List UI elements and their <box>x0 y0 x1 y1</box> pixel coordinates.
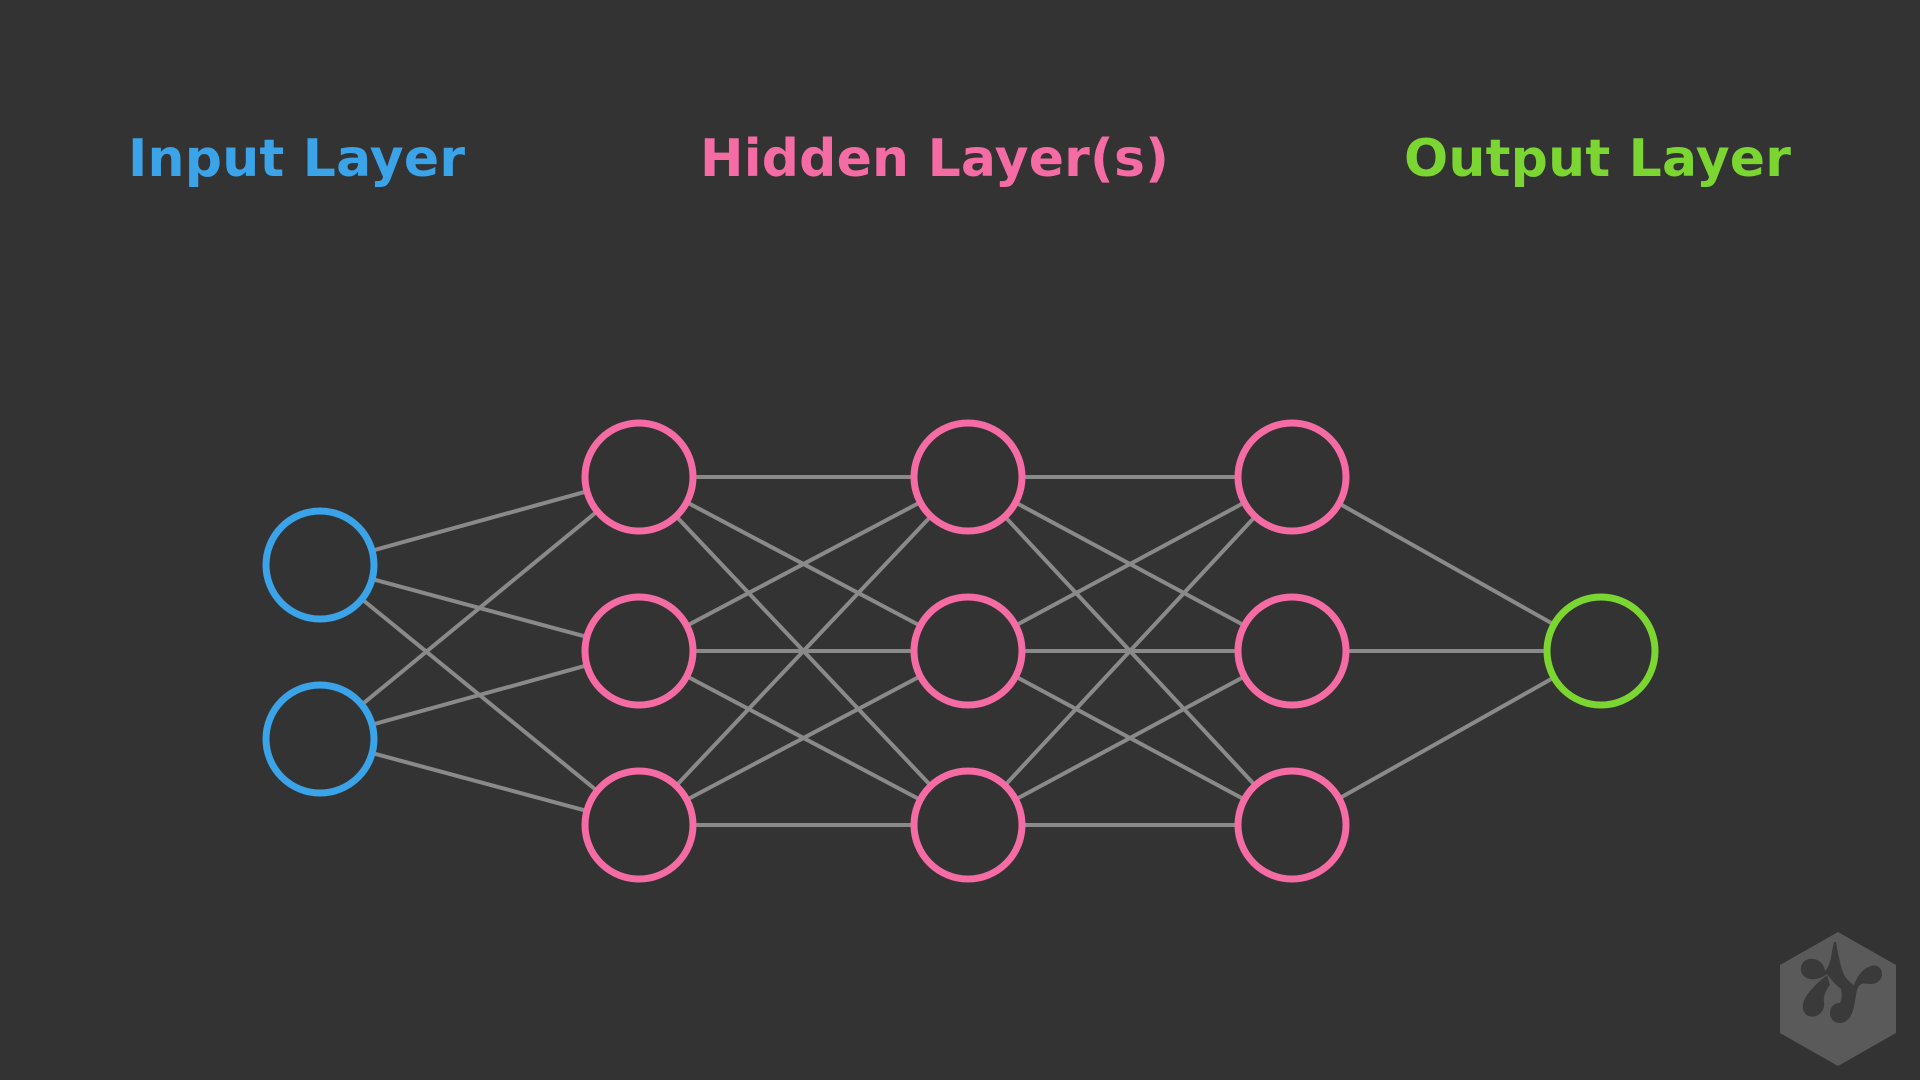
connection-line <box>684 500 923 628</box>
nodes-group <box>262 419 1659 883</box>
connection-line <box>370 663 589 727</box>
connection-line <box>359 509 600 707</box>
neuron-node-h3_2[interactable] <box>1234 593 1350 709</box>
neuron-node-h1_3[interactable] <box>581 767 697 883</box>
neuron-node-i2[interactable] <box>262 681 378 797</box>
treehouse-logo-icon <box>1780 932 1896 1066</box>
connection-line <box>370 751 589 813</box>
connection-line <box>1002 514 1258 788</box>
connection-line <box>684 674 923 802</box>
neuron-node-h1_2[interactable] <box>581 593 697 709</box>
neuron-node-h2_1[interactable] <box>910 419 1026 535</box>
connection-line <box>370 489 589 553</box>
connection-line <box>1337 501 1556 627</box>
neuron-node-i1[interactable] <box>262 507 378 623</box>
connection-line <box>1337 675 1556 801</box>
hexagon-shape <box>1780 932 1896 1066</box>
neuron-node-h2_2[interactable] <box>910 593 1026 709</box>
tree-glyph <box>1800 942 1882 1023</box>
neuron-node-h1_1[interactable] <box>581 419 697 535</box>
neuron-node-h3_1[interactable] <box>1234 419 1350 535</box>
neuron-node-o1[interactable] <box>1543 593 1659 709</box>
connection-line <box>674 514 933 788</box>
input-layer-label: Input Layer <box>128 129 466 189</box>
neuron-node-h3_3[interactable] <box>1234 767 1350 883</box>
connection-line <box>1013 500 1247 628</box>
output-layer-label: Output Layer <box>1404 129 1792 189</box>
neuron-node-h2_3[interactable] <box>910 767 1026 883</box>
connections-group <box>359 475 1556 827</box>
hidden-layer-label: Hidden Layer(s) <box>700 129 1170 189</box>
connection-line <box>1013 674 1247 802</box>
